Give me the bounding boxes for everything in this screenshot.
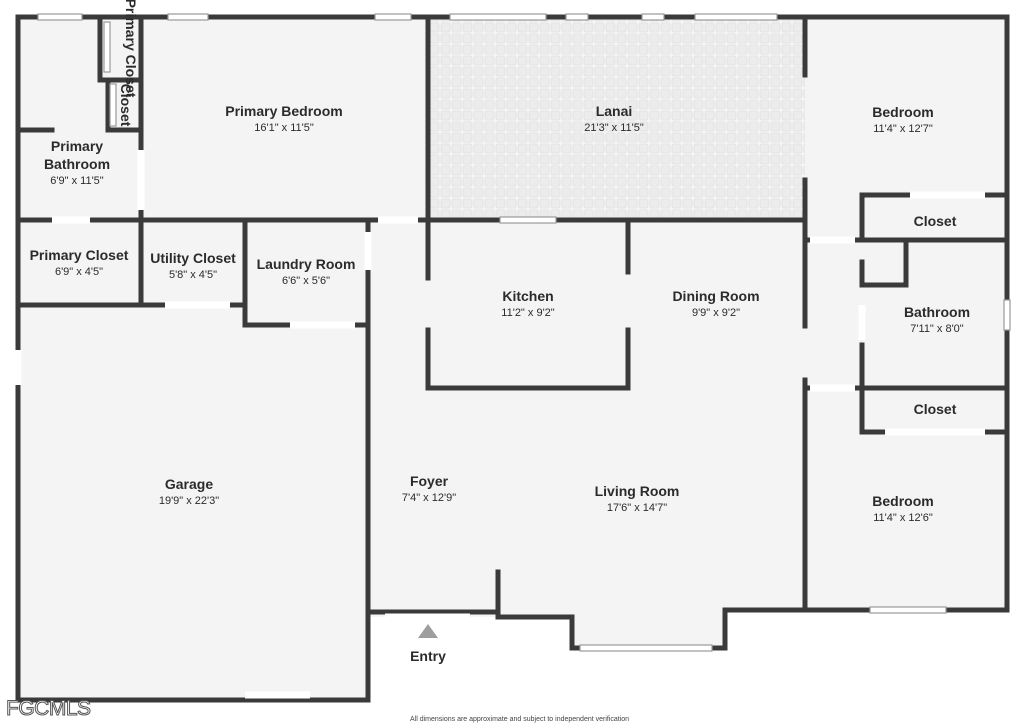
wall-openings bbox=[14, 150, 985, 699]
dining-room-dims: 9'9" x 9'2" bbox=[692, 307, 740, 319]
bedroom-bottom-dims: 11'4" x 12'6" bbox=[873, 512, 933, 524]
garage-dims: 19'9" x 22'3" bbox=[159, 495, 219, 507]
bedroom-top-name: Bedroom bbox=[872, 104, 933, 120]
mls-logo: FGCMLS bbox=[6, 697, 92, 721]
primary-bathroom-dims: 6'9" x 11'5" bbox=[50, 175, 103, 187]
primary-bathroom-name-line1: Primary bbox=[51, 138, 103, 154]
bathroom-dims: 7'11" x 8'0" bbox=[910, 323, 963, 335]
primary-bedroom-dims: 16'1" x 11'5" bbox=[254, 122, 314, 134]
utility-closet-name: Utility Closet bbox=[150, 250, 236, 266]
entry-arrow-icon bbox=[418, 624, 438, 638]
bedroom-top-dims: 11'4" x 12'7" bbox=[873, 123, 933, 135]
laundry-room-name: Laundry Room bbox=[257, 256, 356, 272]
closet-mid-right-name: Closet bbox=[914, 401, 957, 417]
foyer-dims: 7'4" x 12'9" bbox=[402, 492, 456, 504]
foyer-name: Foyer bbox=[410, 473, 449, 489]
laundry-room-dims: 6'6" x 5'6" bbox=[282, 275, 330, 287]
living-room-name: Living Room bbox=[595, 483, 680, 499]
lanai-name: Lanai bbox=[596, 103, 633, 119]
garage-name: Garage bbox=[165, 476, 213, 492]
kitchen-name: Kitchen bbox=[502, 288, 553, 304]
room-labels: Primary Closet Closet Primary Bedroom 16… bbox=[30, 0, 970, 664]
primary-bathroom-name-line2: Bathroom bbox=[44, 156, 110, 172]
dining-room-name: Dining Room bbox=[672, 288, 759, 304]
primary-closet-small-label: Primary Closet bbox=[123, 0, 139, 98]
entry-label: Entry bbox=[410, 648, 446, 664]
bathroom-name: Bathroom bbox=[904, 304, 970, 320]
windows bbox=[37, 13, 1011, 652]
lanai-pavers bbox=[428, 17, 805, 220]
lanai-dims: 21'3" x 11'5" bbox=[584, 122, 644, 134]
closet-top-right-name: Closet bbox=[914, 213, 957, 229]
closet-small-label: Closet bbox=[118, 84, 134, 127]
disclaimer-text: All dimensions are approximate and subje… bbox=[410, 716, 630, 723]
primary-bedroom-name: Primary Bedroom bbox=[225, 103, 342, 119]
bedroom-bottom-name: Bedroom bbox=[872, 493, 933, 509]
primary-closet-dims: 6'9" x 4'5" bbox=[55, 266, 103, 278]
primary-closet-name: Primary Closet bbox=[30, 247, 129, 263]
living-room-dims: 17'6" x 14'7" bbox=[607, 502, 667, 514]
kitchen-dims: 11'2" x 9'2" bbox=[501, 307, 554, 319]
utility-closet-dims: 5'8" x 4'5" bbox=[169, 269, 217, 281]
